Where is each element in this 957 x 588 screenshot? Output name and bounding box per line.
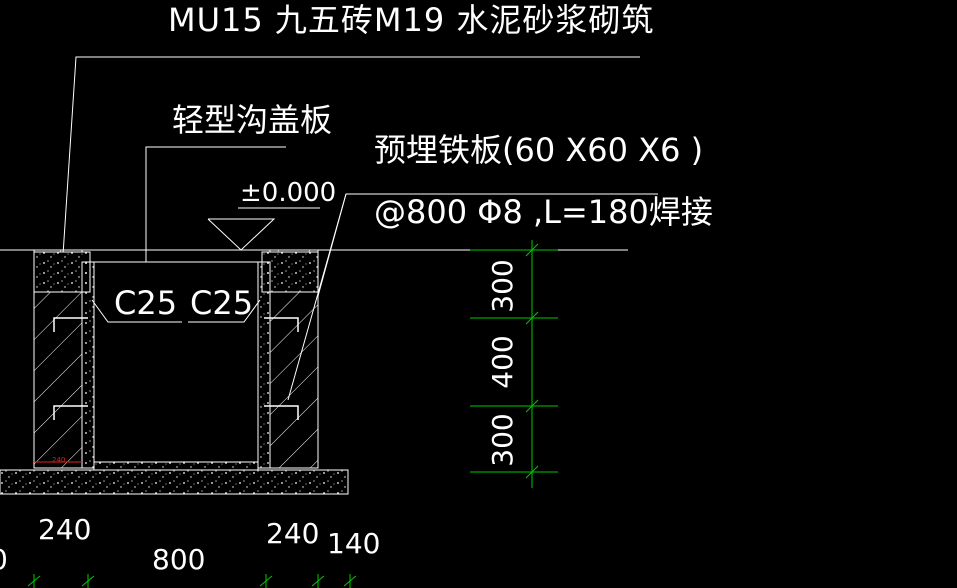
bottom-dimension-240-left: 240 [38,513,92,546]
bottom-slash-1 [81,575,95,587]
bottom-slash-3 [311,575,325,587]
anchor-bar-right-top [264,317,299,332]
dimension-400: 400 [486,335,519,389]
masonry-note: MU15 九五砖M19 水泥砂浆砌筑 [168,1,655,39]
bottom-dimension-240-right: 240 [266,517,320,550]
elevation-symbol [207,218,276,251]
red-dimension-label: 240 [52,456,66,464]
concrete-grade-right: C25 [190,284,254,322]
dim-slash-2 [525,399,539,413]
right-coping-fill [262,252,318,292]
bottom-slash-4 [343,575,357,587]
elevation-label: ±0.000 [240,178,337,208]
plate-note-line1: 预埋铁板(60 X60 X6 ) [374,131,704,169]
concrete-grade-left: C25 [114,284,178,322]
cover-note: 轻型沟盖板 [172,101,333,139]
plate-leader-branch [317,193,347,297]
masonry-leader-line [61,56,640,271]
cover-leader-line [145,146,286,262]
dimension-300-bottom: 300 [486,413,519,467]
anchor-bar-right-bottom [264,405,299,420]
anchor-bar-left-top [53,317,88,332]
bottom-dimension-800: 800 [152,543,206,576]
bottom-slash-0 [27,575,41,587]
dim-slash-3 [525,465,539,479]
anchor-bar-left-bottom [53,405,88,420]
plate-note-line2: @800 Φ8 ,L=180焊接 [374,193,713,231]
c25-left-leader [91,299,182,323]
left-lining [81,261,95,469]
dimension-300-top: 300 [486,259,519,313]
left-coping-fill [34,252,90,292]
dim-slash-1 [525,311,539,325]
base-slab-fill [0,470,348,494]
channel-bottom-lining [93,461,259,471]
channel-interior [93,261,259,463]
right-lining [257,261,271,469]
c25-right-leader [188,299,261,323]
bottom-slash-2 [259,575,273,587]
dim-slash-0 [525,243,539,257]
bottom-dimension-140: 140 [327,527,381,560]
bottom-dimension-0: 0 [0,546,8,574]
